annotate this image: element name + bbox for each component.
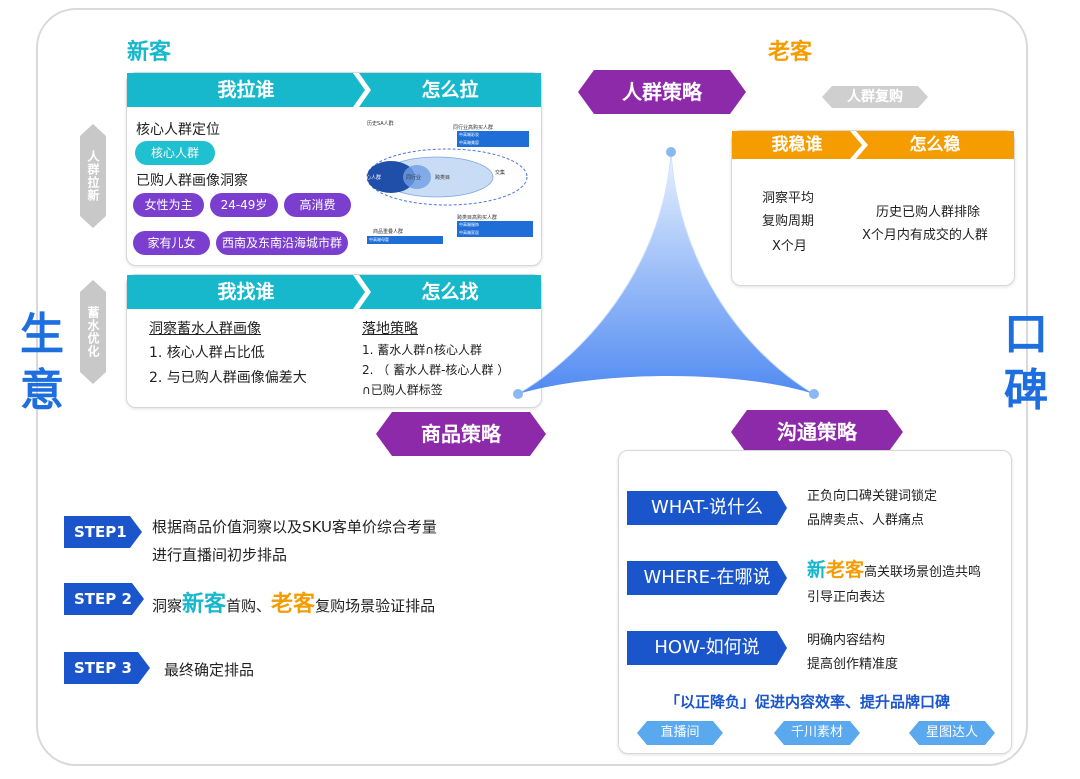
mini-label-cross-industry: 跨类目高购买人群	[457, 215, 498, 221]
old-customer-panel: 我稳谁 怎么稳 洞察平均 复购周期 X个月 历史已购人群排除 X个月内有成交的人…	[731, 130, 1015, 286]
reservoir-strategy-2: 2. （ 蓄水人群-核心人群 ）	[362, 363, 510, 377]
tag-female: 女性为主	[133, 193, 204, 217]
mini-box-4: 中高端家居	[457, 229, 533, 237]
step-3-badge: STEP 3	[64, 652, 150, 684]
tag-xingtu-influencer[interactable]: 星图达人	[909, 721, 995, 745]
where-line-2: 引导正向表达	[807, 590, 886, 605]
tag-region: 西南及东南沿海城市群	[216, 231, 348, 255]
tab-reservoir-optimization[interactable]: 蓄水优化	[80, 280, 106, 384]
step-1-line-2: 进行直播间初步排品	[152, 546, 288, 564]
where-label: WHERE-在哪说	[627, 561, 787, 595]
exclude-line-1: 历史已购人群排除	[876, 205, 981, 220]
what-label: WHAT-说什么	[627, 491, 787, 525]
outer-frame	[36, 8, 1028, 766]
mini-box-3: 中高端服饰	[457, 221, 533, 229]
how-to-retain-header: 怎么稳	[856, 131, 1014, 159]
how-line-1: 明确内容结构	[807, 633, 886, 648]
step-3-line-1: 最终确定排品	[164, 661, 255, 679]
tab-repurchase[interactable]: 人群复购	[822, 86, 928, 108]
what-line-2: 品牌卖点、人群痛点	[807, 513, 925, 528]
reputation-label: 口碑	[1004, 309, 1048, 416]
exclude-line-2: X个月内有成交的人群	[862, 228, 988, 243]
tab-crowd-acquisition[interactable]: 人群拉新	[80, 124, 106, 228]
how-label: HOW-如何说	[627, 631, 787, 665]
mini-label-same: 同行业	[406, 175, 422, 181]
strategy-triangle	[513, 147, 819, 399]
what-line-1: 正负向口碑关键词锁定	[807, 489, 938, 504]
tag-high-spend: 高消费	[284, 193, 351, 217]
reservoir-strategy-3: ∩已购人群标签	[362, 383, 443, 397]
reservoir-panel: 我找谁 怎么找 洞察蓄水人群画像 1. 核心人群占比低 2. 与已购人群画像偏差…	[126, 274, 542, 408]
slogan: 「以正降负」促进内容效率、提升品牌口碑	[665, 693, 951, 711]
who-to-find-header: 我找谁	[127, 275, 365, 309]
new-customer-title: 新客	[127, 40, 172, 65]
mini-box-1: 中高端彩妆	[457, 131, 529, 139]
product-strategy-banner[interactable]: 商品策略	[376, 412, 546, 456]
step-2-pre: 洞察	[152, 597, 183, 615]
repurchase-line-1: 洞察平均	[762, 191, 815, 206]
who-to-retain-header: 我稳谁	[732, 131, 862, 159]
communication-strategy-banner[interactable]: 沟通策略	[731, 410, 903, 454]
step-2-old-customer: 老客	[271, 592, 316, 617]
old-customer-title: 老客	[768, 40, 813, 65]
mini-label-cross: 跨类目	[435, 175, 451, 181]
mini-box-5: 中高端母婴	[367, 236, 443, 244]
tag-qianchuan-material[interactable]: 千川素材	[774, 721, 860, 745]
step-2-text: 洞察新客首购、老客复购场景验证排品	[152, 586, 435, 618]
reservoir-item-1: 1. 核心人群占比低	[149, 345, 265, 361]
step-2-post: 复购场景验证排品	[315, 597, 436, 615]
repurchase-line-3: X个月	[772, 239, 807, 254]
mini-label-same-industry: 同行业高购买人群	[453, 125, 494, 131]
business-label: 生意	[20, 309, 64, 416]
reservoir-right-title: 落地策略	[362, 321, 418, 337]
crowd-strategy-banner[interactable]: 人群策略	[578, 70, 746, 114]
step-2-new-customer: 新客	[182, 592, 227, 617]
communication-panel: WHAT-说什么 正负向口碑关键词锁定 品牌卖点、人群痛点 WHERE-在哪说 …	[618, 450, 1012, 754]
mini-label-core: 核心人群	[361, 175, 382, 181]
portrait-title: 已购人群画像洞察	[136, 173, 248, 189]
where-line-1: 新老客高关联场景创造共鸣	[807, 555, 981, 582]
how-to-find-header: 怎么找	[359, 275, 541, 309]
repurchase-line-2: 复购周期	[762, 214, 815, 229]
mini-label-history-sa: 历史SA人群	[367, 121, 394, 127]
reservoir-item-2: 2. 与已购人群画像偏差大	[149, 370, 307, 386]
tag-age: 24-49岁	[210, 193, 278, 217]
how-to-pull-header: 怎么拉	[359, 73, 541, 107]
step-2-mid: 首购、	[226, 597, 272, 615]
step-1-line-1: 根据商品价值洞察以及SKU客单价综合考量	[152, 518, 437, 536]
where-old: 老客	[826, 559, 865, 581]
where-new: 新	[807, 559, 827, 581]
reservoir-left-title: 洞察蓄水人群画像	[149, 321, 261, 337]
step-2-badge: STEP 2	[64, 583, 144, 615]
core-crowd-pill: 核心人群	[135, 141, 215, 165]
core-crowd-title: 核心人群定位	[136, 122, 220, 138]
mini-label-intersection: 交集	[495, 170, 506, 176]
reservoir-strategy-1: 1. 蓄水人群∩核心人群	[362, 343, 483, 357]
where-rest: 高关联场景创造共鸣	[864, 565, 982, 580]
tag-livestream-room[interactable]: 直播间	[637, 721, 723, 745]
how-line-2: 提高创作精准度	[807, 657, 899, 672]
mini-box-2: 中高端美容	[457, 139, 529, 147]
step-1-badge: STEP1	[64, 516, 142, 548]
mini-label-overlap: 商品重叠人群	[373, 229, 404, 235]
new-customer-panel: 我拉谁 怎么拉 核心人群定位 核心人群 已购人群画像洞察 女性为主 24-49岁…	[126, 72, 542, 266]
crowd-overlap-diagram	[366, 148, 528, 206]
tag-with-children: 家有儿女	[133, 231, 210, 255]
who-to-pull-header: 我拉谁	[127, 73, 365, 107]
